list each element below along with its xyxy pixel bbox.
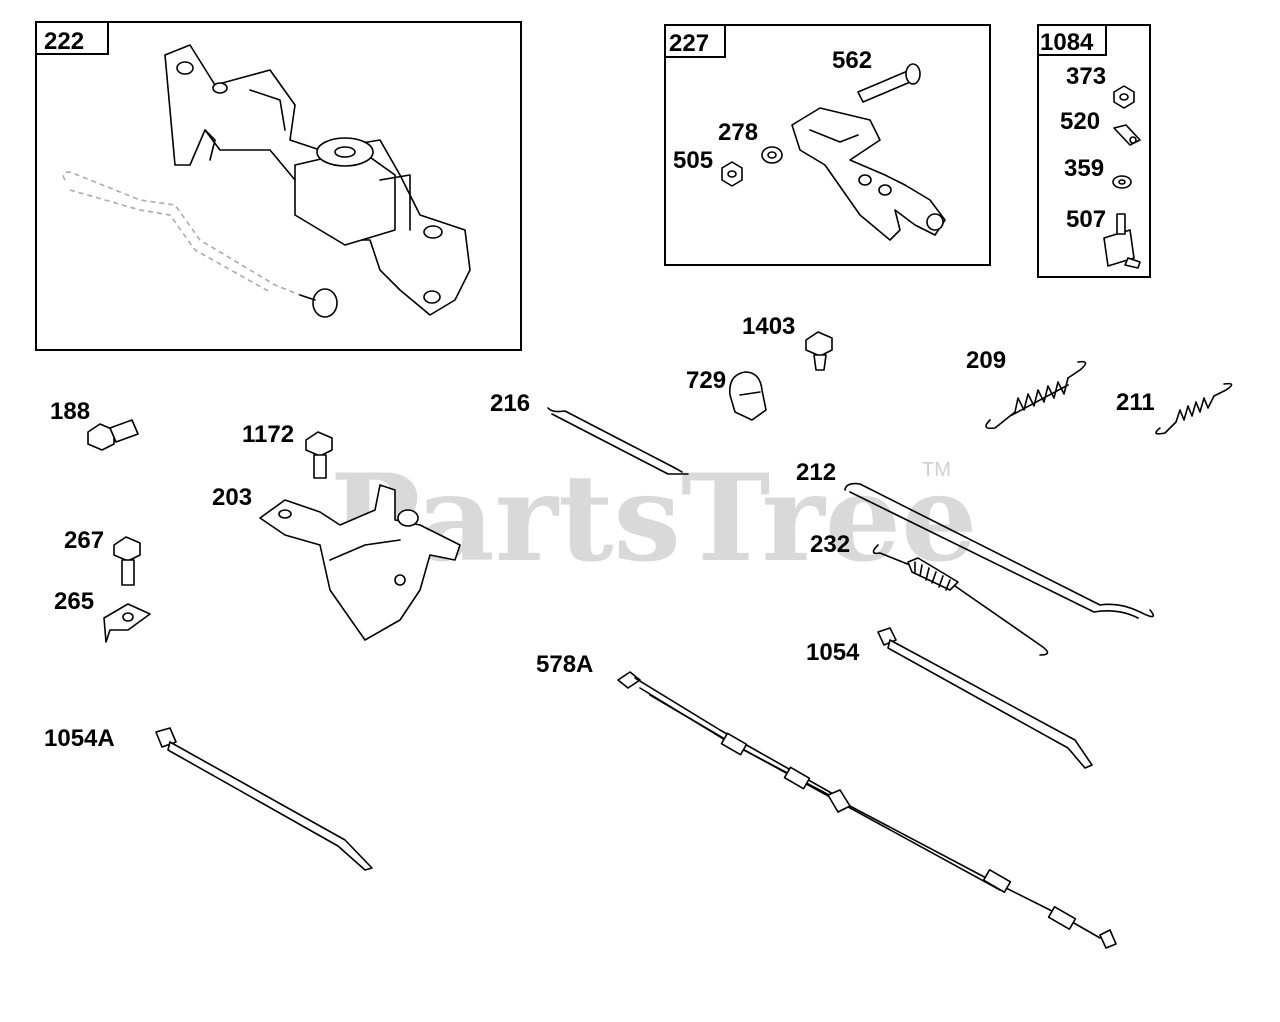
watermark: PartsTree bbox=[330, 448, 977, 589]
part-267-screw bbox=[113, 536, 141, 586]
part-1054A-cable-tie bbox=[155, 727, 373, 871]
part-211-spring bbox=[1155, 382, 1233, 435]
part-578A-harness bbox=[617, 671, 1117, 949]
callout-505: 505 bbox=[673, 147, 713, 174]
part-359-washer bbox=[1112, 175, 1132, 189]
group-label: 222 bbox=[44, 28, 84, 55]
group-227[interactable]: 227 bbox=[664, 24, 991, 266]
part-373-nut bbox=[1113, 85, 1135, 109]
callout-188: 188 bbox=[50, 398, 90, 425]
callout-373: 373 bbox=[1066, 63, 1106, 90]
part-729-clip bbox=[728, 371, 767, 421]
control-bracket bbox=[791, 107, 946, 241]
callout-265: 265 bbox=[54, 588, 94, 615]
callout-211: 211 bbox=[1116, 389, 1155, 416]
part-520-clip bbox=[1113, 124, 1141, 146]
part-562-bolt bbox=[857, 63, 921, 103]
group-frame bbox=[664, 24, 991, 266]
part-505-nut bbox=[721, 161, 743, 187]
part-507-switch bbox=[1103, 213, 1141, 269]
part-278-washer bbox=[761, 146, 783, 164]
group-tab bbox=[35, 21, 109, 55]
callout-359: 359 bbox=[1064, 155, 1104, 182]
callout-1403: 1403 bbox=[742, 313, 795, 340]
group-1084[interactable]: 1084 bbox=[1037, 24, 1151, 278]
part-1054-cable-tie bbox=[877, 627, 1093, 769]
callout-267: 267 bbox=[64, 527, 104, 554]
watermark-trademark: TM bbox=[922, 459, 951, 481]
callout-562: 562 bbox=[832, 47, 872, 74]
callout-1054A: 1054A bbox=[44, 725, 115, 752]
callout-1054: 1054 bbox=[806, 639, 860, 666]
callout-507: 507 bbox=[1066, 206, 1106, 233]
group-label: 227 bbox=[669, 30, 709, 57]
part-203-bracket bbox=[259, 484, 461, 641]
callout-212: 212 bbox=[796, 459, 836, 486]
callout-216: 216 bbox=[490, 390, 530, 417]
group-frame bbox=[35, 21, 522, 351]
part-265-clip bbox=[103, 603, 151, 643]
group-label: 1084 bbox=[1040, 29, 1094, 56]
part-212-rod bbox=[844, 482, 1155, 619]
part-209-spring bbox=[985, 360, 1087, 430]
callout-278: 278 bbox=[718, 119, 758, 146]
part-1403-screw bbox=[805, 331, 833, 371]
group-tab bbox=[1037, 24, 1107, 56]
callout-209: 209 bbox=[966, 347, 1006, 374]
part-188-screw bbox=[87, 419, 139, 451]
group-222[interactable]: 222 bbox=[35, 21, 522, 351]
part-232-spring bbox=[872, 544, 1049, 656]
callout-232: 232 bbox=[810, 531, 850, 558]
part-1172-screw bbox=[305, 431, 333, 479]
governor-bracket-assembly bbox=[62, 44, 471, 318]
callout-729: 729 bbox=[686, 367, 726, 394]
group-tab bbox=[664, 24, 726, 58]
callout-578A: 578A bbox=[536, 651, 593, 678]
callout-203: 203 bbox=[212, 484, 252, 511]
callout-1172: 1172 bbox=[242, 421, 294, 448]
part-216-rod bbox=[547, 407, 689, 475]
callout-520: 520 bbox=[1060, 108, 1100, 135]
